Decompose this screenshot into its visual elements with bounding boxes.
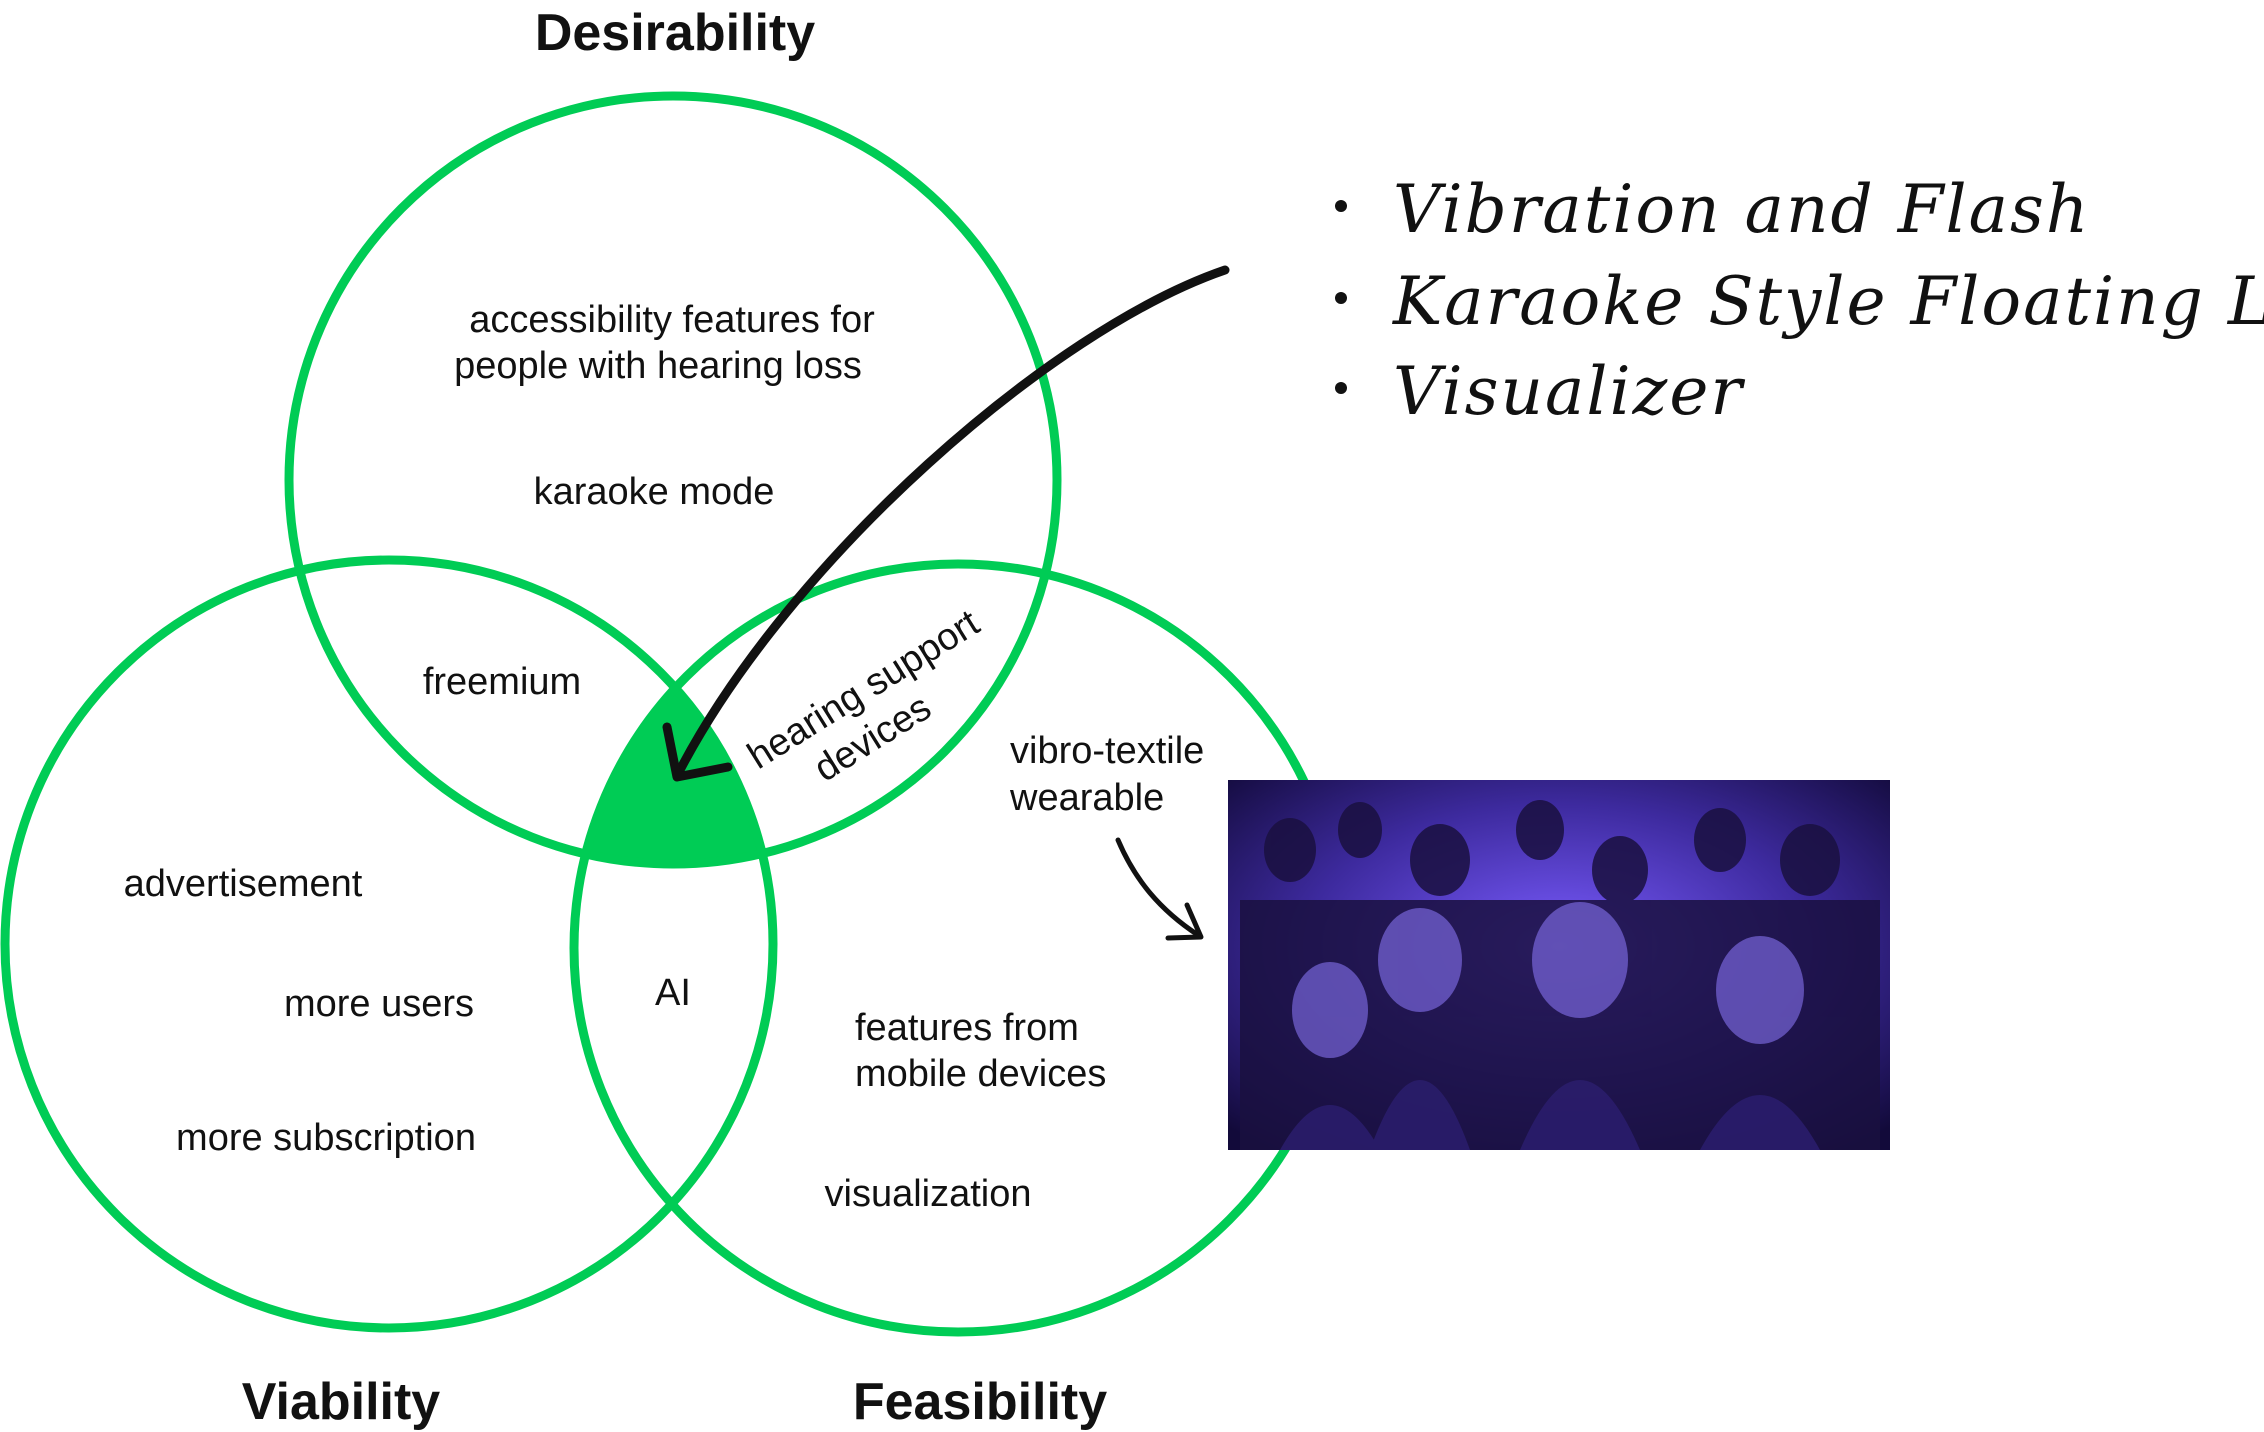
- viability-title: Viability: [242, 1373, 441, 1431]
- photo-arrow-line: [1115, 837, 1201, 938]
- note-item: Visualizer: [1393, 353, 1745, 430]
- features-mobile-label-line2: mobile devices: [855, 1053, 1106, 1095]
- feasibility-title: Feasibility: [853, 1373, 1107, 1431]
- accessibility-label-line2: people with hearing loss: [454, 345, 862, 387]
- advertisement-label: advertisement: [124, 863, 363, 905]
- karaoke-mode-label: karaoke mode: [534, 471, 775, 513]
- desirability-circle: [284, 91, 1062, 869]
- notes-arrow-line: [675, 265, 1230, 775]
- note-item: Karaoke Style Floating Lyrics: [1392, 263, 2264, 340]
- notes-arrow-head: [662, 722, 733, 782]
- crowd-foreground: [1292, 902, 1804, 1058]
- concert-crowd-photo: [1228, 780, 1890, 1150]
- freemium-label: freemium: [423, 661, 581, 703]
- desirability-title: Desirability: [535, 4, 815, 62]
- photo-arrow-head: [1165, 902, 1204, 941]
- photo-arrow: [1115, 837, 1204, 941]
- more-users-label: more users: [284, 983, 474, 1025]
- crowd-bodies: [1280, 1080, 1820, 1150]
- vibro-textile-label-line2: wearable: [1009, 777, 1164, 819]
- more-subscription-label: more subscription: [176, 1117, 476, 1159]
- note-item: Vibration and Flash: [1393, 171, 2090, 248]
- accessibility-label-line1: accessibility features for: [469, 299, 875, 341]
- notes-arrow: [662, 265, 1230, 782]
- vibro-textile-label-line1: vibro-textile: [1010, 730, 1204, 772]
- note-bullet: [1335, 382, 1347, 394]
- ai-label: AI: [655, 972, 691, 1014]
- features-mobile-label-line1: features from: [855, 1007, 1079, 1049]
- note-bullet: [1335, 292, 1347, 304]
- hearing-support-label: hearing support devices: [741, 602, 988, 791]
- viability-circle: [0, 555, 778, 1333]
- notes-list: Vibration and Flash Karaoke Style Floati…: [1335, 171, 2264, 430]
- note-bullet: [1335, 200, 1347, 212]
- visualization-label: visualization: [825, 1173, 1032, 1215]
- feasibility-circle: [569, 559, 1347, 1337]
